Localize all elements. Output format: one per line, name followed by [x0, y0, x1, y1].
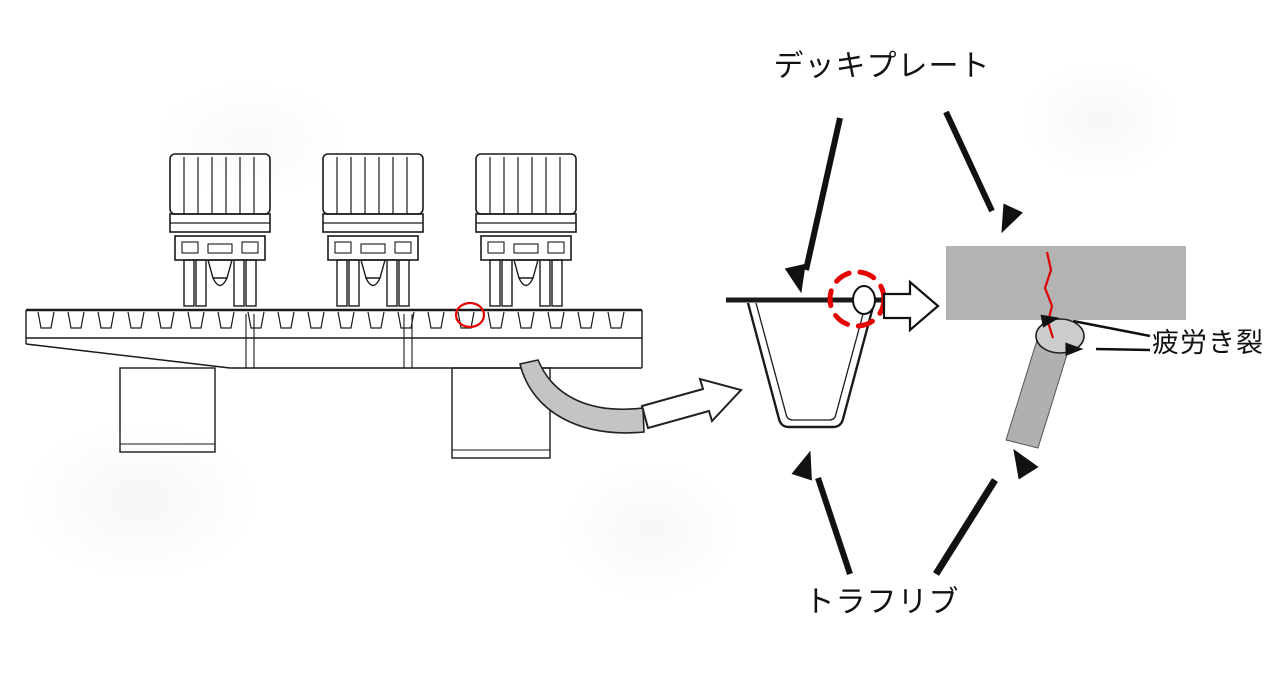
- weld-closeup: [946, 246, 1186, 449]
- pier-left: [119, 367, 216, 453]
- trough-rib-section: [726, 269, 940, 429]
- trough-rib-inner: [755, 302, 867, 421]
- truck-3: [475, 153, 577, 307]
- detail-location-circle: [454, 301, 486, 329]
- truck-1: [169, 153, 271, 307]
- fatigue-crack-line: [1043, 251, 1055, 339]
- weld-bead: [1035, 318, 1085, 354]
- pier-right: [451, 367, 551, 459]
- fatigue-crack-label: 疲労き裂: [1152, 328, 1264, 358]
- main-girder: [25, 310, 643, 369]
- trough-rib-label: トラフリブ: [805, 586, 960, 619]
- weld-joint-circle: [852, 285, 876, 315]
- zoom-arrow-tail: [519, 359, 645, 434]
- bridge-overview: [25, 153, 643, 459]
- truck-2: [322, 153, 424, 307]
- trough-rib-arrow-left: [791, 450, 853, 575]
- zoom-curved-arrow: [519, 359, 743, 434]
- block-arrow-right: [882, 279, 940, 333]
- deck-ribs-row: [37, 311, 625, 329]
- fatigue-crack-arrow-upper: [1040, 314, 1151, 338]
- deck-plate-arrow-left: [784, 117, 843, 294]
- deck-plate-arrow-right: [943, 110, 1023, 234]
- trough-rib-outer: [746, 302, 876, 429]
- closeup-deck-plate: [946, 246, 1186, 320]
- trough-rib-arrow-right: [933, 448, 1039, 576]
- deck-plate-label: デッキプレート: [774, 50, 991, 83]
- fatigue-crack-arrow-lower: [1065, 342, 1151, 356]
- zoom-arrow-head: [640, 377, 743, 430]
- annotation-arrows: [784, 110, 1151, 576]
